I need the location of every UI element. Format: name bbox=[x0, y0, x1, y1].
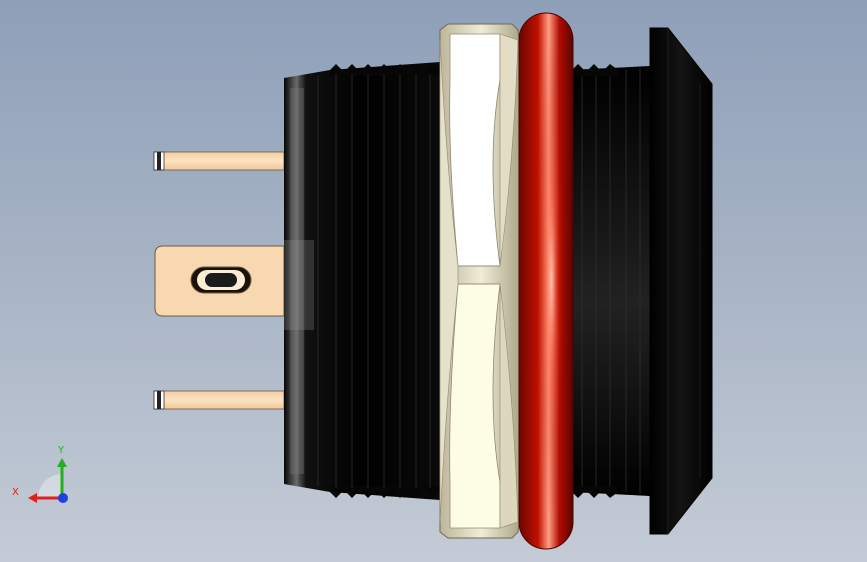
terminal-pin-bottom[interactable] bbox=[153, 390, 285, 410]
triad-plane-indicator bbox=[38, 474, 62, 498]
terminal-tab-center[interactable] bbox=[154, 245, 285, 317]
threaded-body-front[interactable] bbox=[570, 64, 650, 498]
x-axis-label: X bbox=[12, 487, 19, 498]
terminal-pin-top[interactable] bbox=[153, 151, 285, 171]
y-axis-label: Y bbox=[57, 445, 65, 456]
coordinate-triad: X Y bbox=[12, 445, 68, 503]
z-axis-dot bbox=[58, 493, 68, 503]
hex-nut[interactable] bbox=[439, 23, 523, 539]
o-ring[interactable] bbox=[518, 12, 574, 550]
hex-nut-upper-face bbox=[449, 33, 501, 267]
flange[interactable] bbox=[649, 27, 713, 535]
threaded-body[interactable] bbox=[284, 62, 440, 500]
hex-nut-lower-face bbox=[449, 283, 501, 529]
